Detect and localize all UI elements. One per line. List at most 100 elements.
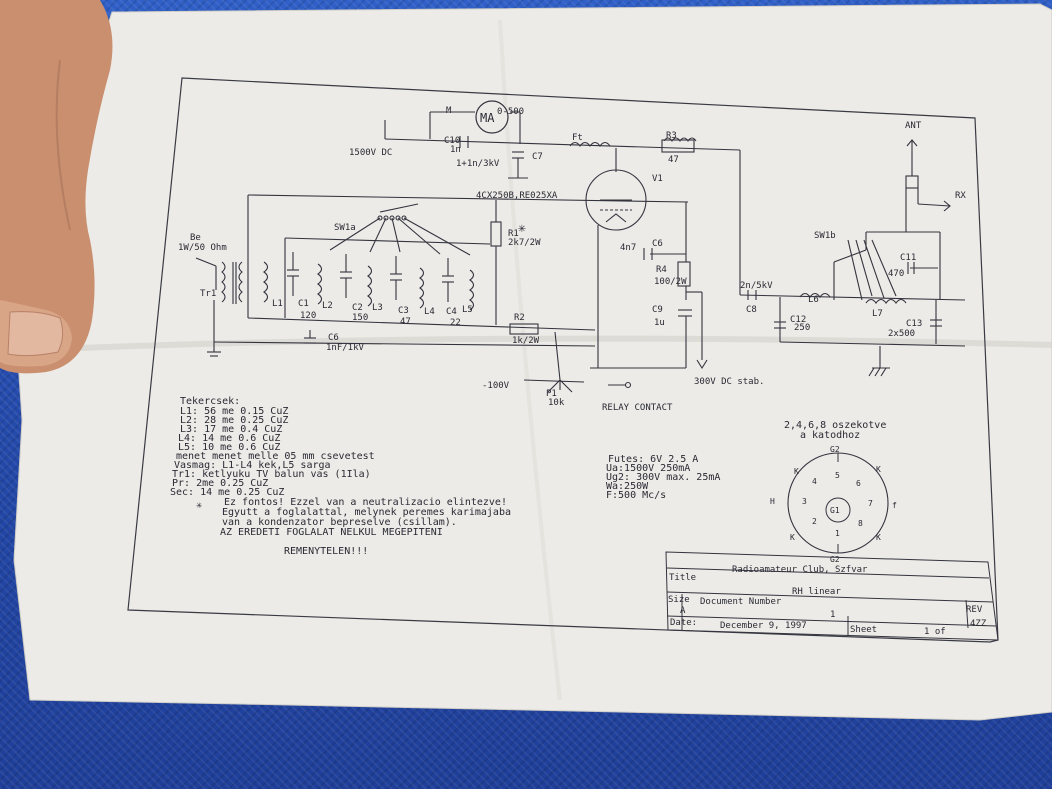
- r3-value: 47: [668, 155, 679, 165]
- r1-mark: ✳: [518, 221, 526, 236]
- bias-label: -100V: [482, 381, 510, 391]
- hv-supply-label: 1500V DC: [349, 148, 392, 158]
- org-name: Radioamateur Club, Szfvar: [732, 565, 868, 575]
- coil-line-4: L4: 14 me 0.6 CuZ: [178, 433, 280, 444]
- c6b-value: 1nF/1kV: [326, 343, 365, 353]
- drawing-frame: [127, 77, 999, 643]
- warning-line-2: Egyutt a foglalattal, melynek peremes ka…: [222, 507, 511, 518]
- tr1-label: Tr1: [200, 289, 216, 299]
- rev-value: 4ZZ: [970, 619, 987, 629]
- tube-type: 4CX250B,RE025XA: [476, 191, 558, 201]
- ft-label: Ft: [572, 133, 583, 143]
- c6b-ref: C6: [328, 333, 339, 343]
- tube-socket-pinout: G2 G2 5 4 6 3 7 2 8 1 G1 K K H f K K: [770, 445, 897, 564]
- milliammeter: [475, 100, 509, 134]
- sw1a-label: SW1a: [334, 223, 356, 233]
- pin-3: 3: [802, 497, 807, 506]
- meter-range: 0-500: [497, 107, 524, 117]
- tube-spec-3: Ug2: 300V max. 25mA: [606, 472, 720, 483]
- pin-k-br: K: [876, 533, 881, 542]
- c10-ref: C10: [444, 136, 460, 146]
- p1-ref: P1: [546, 389, 557, 399]
- input-label: Be: [190, 233, 201, 243]
- meter-ref: M: [446, 106, 452, 116]
- c8-value: 2n/5kV: [740, 281, 773, 291]
- rev-label: REV: [966, 605, 983, 615]
- extra-line-2: Vasmag: L1-L4 kek,L5 sarga: [174, 460, 331, 471]
- screen-supply-label: 300V DC stab.: [694, 377, 764, 387]
- r1-ref: R1: [508, 229, 519, 239]
- extra-line-5: Sec: 14 me 0.25 CuZ: [170, 487, 284, 498]
- r2-value: 1k/2W: [512, 336, 540, 346]
- warning-mark: ✳: [196, 500, 202, 511]
- c9-value: 1u: [654, 318, 665, 328]
- c10-value: 1n: [450, 145, 461, 155]
- tube-spec-4: Wa:250W: [606, 481, 649, 492]
- coil-line-5: L5: 10 me 0.6 CuZ: [178, 442, 280, 453]
- l7-label: L7: [872, 309, 883, 319]
- input-spec: 1W/50 Ohm: [178, 243, 227, 253]
- extra-line-1: menet menet melle 05 mm csevetest: [176, 451, 375, 462]
- pin-f: f: [892, 501, 897, 510]
- title-value: RH linear: [792, 587, 841, 597]
- pin-k-tr: K: [876, 465, 881, 474]
- pin-g2-bottom: G2: [830, 555, 840, 564]
- cap-c4-value: 22: [450, 318, 461, 328]
- c7-ref: C7: [532, 152, 543, 162]
- size-value: A: [680, 606, 686, 616]
- extra-line-4: Pr: 2me 0.25 CuZ: [172, 478, 268, 489]
- tube-spec-2: Ua:1500V 250mA: [606, 463, 690, 474]
- coils-title: Tekercsek:: [180, 396, 240, 407]
- r1-value: 2k7/2W: [508, 238, 541, 248]
- relay-label: RELAY CONTACT: [602, 403, 673, 413]
- sw1b-label: SW1b: [814, 231, 836, 241]
- pin-g2-top: G2: [830, 445, 840, 454]
- pin-4: 4: [812, 477, 817, 486]
- pin-h: H: [770, 497, 775, 506]
- warning-line-3: van a kondenzator bepreselve (csillam).: [222, 517, 457, 528]
- r3-ref: R3: [666, 131, 677, 141]
- pin-5: 5: [835, 471, 840, 480]
- size-label: Size: [668, 595, 690, 605]
- coil-l5: L5: [462, 305, 473, 315]
- sheet-value: 1 of: [924, 627, 946, 637]
- tube-ref: V1: [652, 174, 663, 184]
- c8-ref: C8: [746, 305, 757, 315]
- pin-8: 8: [858, 519, 863, 528]
- pin-6: 6: [856, 479, 861, 488]
- doc-label: Document Number: [700, 597, 782, 607]
- pin-g1: G1: [830, 506, 840, 515]
- ant-label: ANT: [905, 121, 922, 131]
- socket-note-2: a katodhoz: [800, 430, 860, 441]
- c12-value: 250: [794, 323, 810, 333]
- c6a-value: 4n7: [620, 243, 636, 253]
- title-label: Title: [669, 573, 696, 583]
- c11-ref: C11: [900, 253, 916, 263]
- warning-line-1: Ez fontos! Ezzel van a neutralizacio eli…: [224, 497, 507, 508]
- cap-c2-value: 150: [352, 313, 368, 323]
- date-label: Date:: [670, 618, 697, 628]
- warning-big: REMENYTELEN!!!: [284, 546, 368, 557]
- extra-line-3: Tr1: ketlyuku TV balun vas (1Ila): [172, 469, 371, 480]
- cap-c3-ref: C3: [398, 306, 409, 316]
- socket-note-1: 2,4,6,8 oszekotve: [784, 420, 886, 431]
- coil-line-1: L1: 56 me 0.15 CuZ: [180, 406, 288, 417]
- pin-1: 1: [835, 529, 840, 538]
- c7-value: 1+1n/3kV: [456, 159, 500, 169]
- r2-ref: R2: [514, 313, 525, 323]
- tube-spec-5: F:500 Mc/s: [606, 490, 666, 501]
- cap-c1-value: 120: [300, 311, 316, 321]
- doc-value: 1: [830, 610, 835, 620]
- cap-c1-ref: C1: [298, 299, 309, 309]
- pin-7: 7: [868, 499, 873, 508]
- tube-spec-1: Futes: 6V 2.5 A: [608, 454, 698, 465]
- coil-line-3: L3: 17 me 0.4 CuZ: [180, 424, 282, 435]
- c6a-ref: C6: [652, 239, 663, 249]
- pin-k-tl: K: [794, 467, 799, 476]
- cap-c2-ref: C2: [352, 303, 363, 313]
- c12-ref: C12: [790, 315, 806, 325]
- rx-label: RX: [955, 191, 966, 201]
- cap-c3-value: 47: [400, 317, 411, 327]
- pin-k-bl: K: [790, 533, 795, 542]
